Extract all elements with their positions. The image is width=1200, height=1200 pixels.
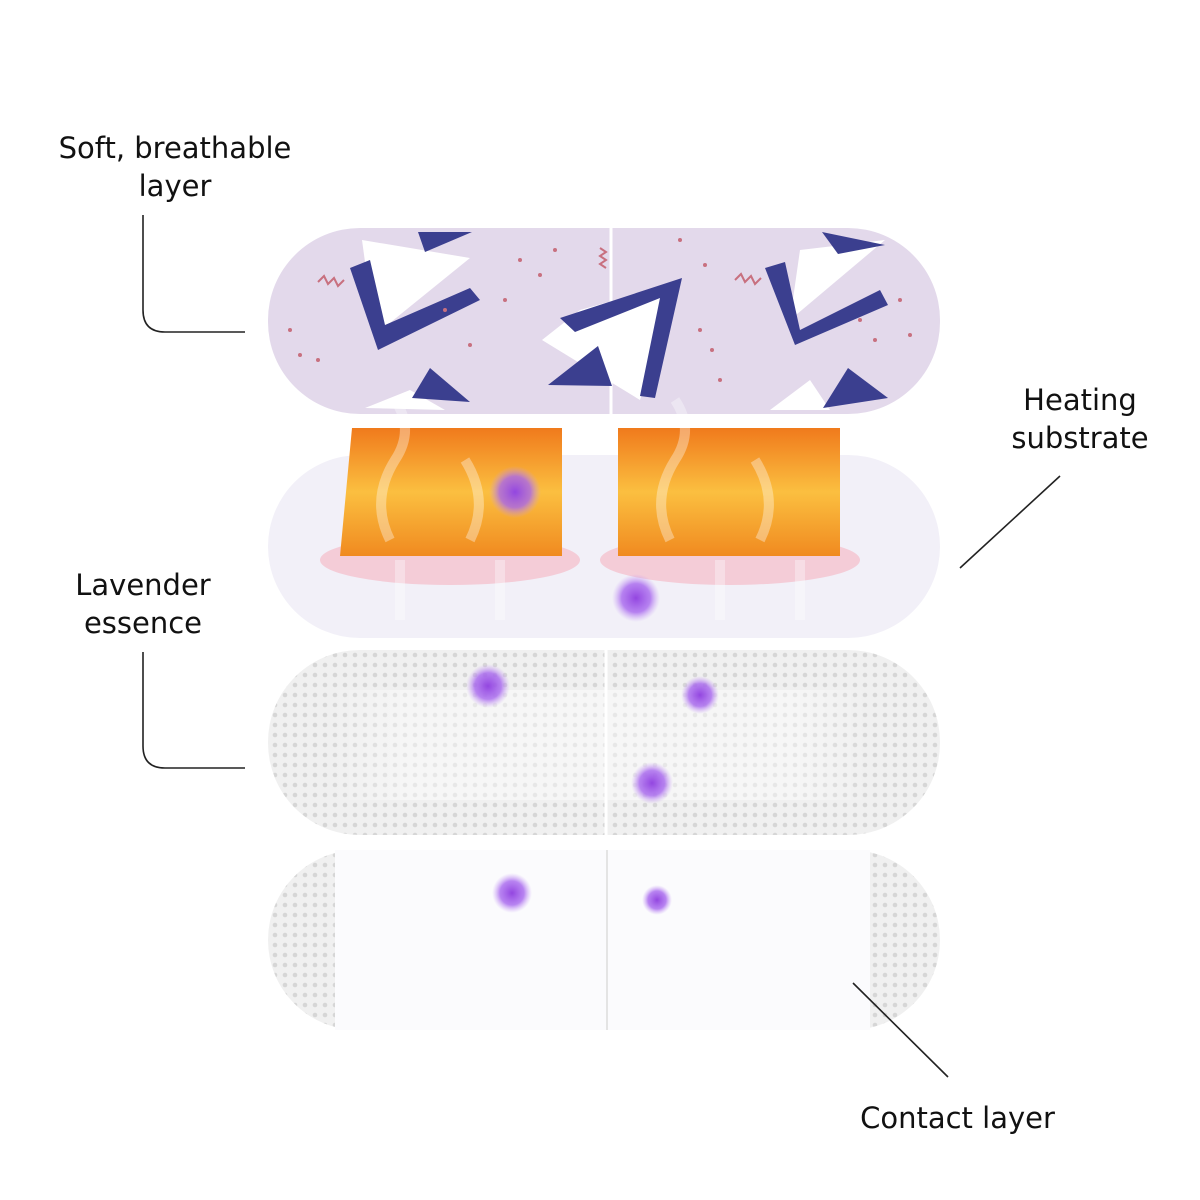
lavender-dot [492, 873, 532, 913]
label-contact-layer: Contact layer [840, 1099, 1075, 1137]
label-line: essence [83, 606, 203, 640]
label-line: Lavender [75, 568, 211, 602]
lavender-dot [489, 466, 541, 518]
leader-line-heating [959, 475, 1061, 569]
heating-pad-left [340, 428, 562, 556]
leader-line-lavender [142, 652, 245, 769]
lavender-dot [631, 762, 673, 804]
lavender-dot [681, 676, 719, 714]
label-line: Heating [1023, 383, 1137, 417]
label-lavender-essence: Lavender essence [43, 566, 243, 642]
lavender-dot [466, 664, 510, 708]
leader-line-soft [142, 215, 245, 333]
contact-layer [268, 850, 940, 1030]
label-line: Contact layer [860, 1101, 1055, 1135]
lavender-dot [642, 885, 672, 915]
label-line: layer [138, 169, 212, 203]
lavender-essence-layer [268, 650, 940, 835]
lavender-dot [612, 574, 660, 622]
soft-breathable-layer [268, 228, 940, 414]
label-line: Soft, breathable [58, 131, 292, 165]
label-line: substrate [1011, 421, 1149, 455]
heating-substrate-layer [268, 397, 940, 638]
red-dots [288, 238, 912, 382]
label-soft-breathable-layer: Soft, breathable layer [40, 129, 310, 205]
heating-pad-right [618, 428, 840, 556]
leader-line-contact [852, 982, 949, 1078]
label-heating-substrate: Heating substrate [980, 381, 1180, 457]
